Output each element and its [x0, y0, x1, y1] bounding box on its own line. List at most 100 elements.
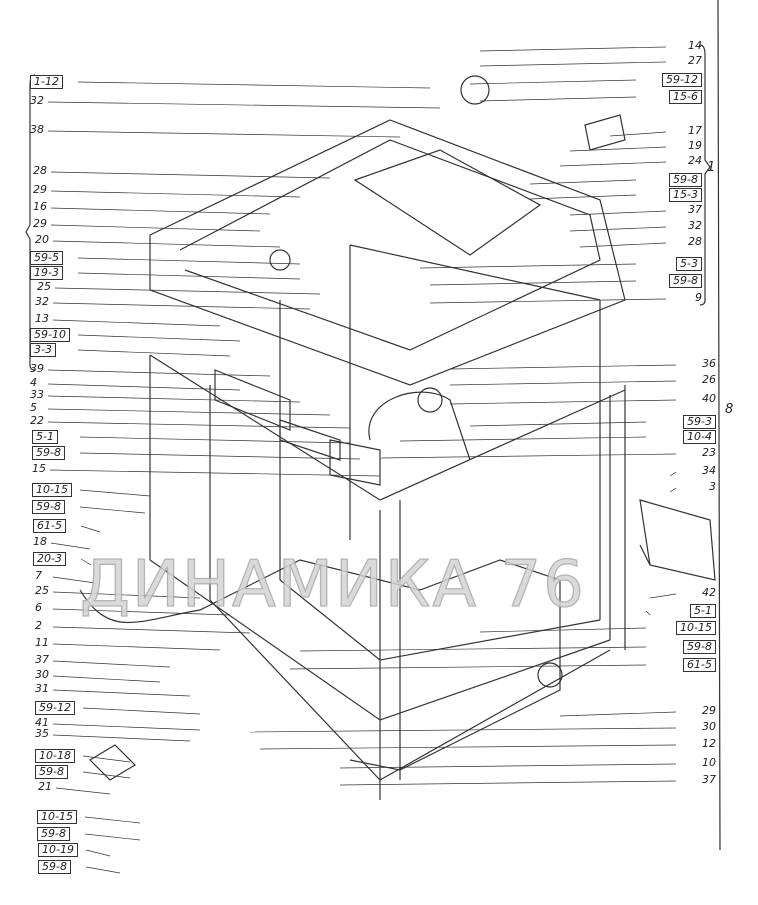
- part-number-5: 5: [30, 401, 37, 414]
- part-number-21: 21: [38, 780, 52, 793]
- part-number-34: 34: [702, 464, 716, 477]
- leader-line: [77, 334, 241, 342]
- instrument-panel: [214, 369, 381, 486]
- part-number-4: 4: [30, 376, 37, 389]
- part-number-31: 31: [35, 682, 49, 695]
- part-number-40: 40: [702, 392, 716, 405]
- leader-line: [52, 576, 96, 584]
- part-number-15: 15: [32, 462, 46, 475]
- reference-box-10-15: 10-15: [37, 810, 77, 824]
- leader-line: [669, 471, 677, 477]
- leader-line: [52, 626, 251, 634]
- lamp-16: [269, 249, 291, 271]
- leader-line: [52, 319, 221, 327]
- leader-line: [429, 280, 637, 286]
- part-number-30: 30: [702, 720, 716, 733]
- leader-line: [559, 711, 677, 717]
- leader-line: [85, 866, 121, 874]
- leader-line: [479, 46, 667, 52]
- leader-line: [47, 130, 401, 138]
- leader-line: [469, 421, 647, 427]
- reference-box-3-3: 3-3: [30, 343, 56, 357]
- part-number-16: 16: [33, 200, 47, 213]
- leader-line: [469, 79, 637, 85]
- leader-line: [80, 558, 92, 566]
- part-number-32: 32: [688, 219, 702, 232]
- part-number-32: 32: [30, 94, 44, 107]
- leader-line: [82, 771, 131, 779]
- leader-line: [82, 707, 201, 715]
- leader-line: [79, 436, 351, 444]
- part-number-11: 11: [35, 636, 49, 649]
- reference-box-59-8: 59-8: [37, 827, 70, 841]
- reference-box-15-6: 15-6: [669, 90, 702, 104]
- leader-line: [479, 96, 637, 102]
- reference-box-59-12: 59-12: [662, 73, 702, 87]
- reference-box-59-12: 59-12: [35, 701, 75, 715]
- reference-box-59-8: 59-8: [669, 274, 702, 288]
- leader-line: [449, 364, 677, 370]
- part-number-3: 3: [709, 480, 716, 493]
- leader-line: [50, 542, 91, 550]
- reference-box-59-8: 59-8: [683, 640, 716, 654]
- reference-box-59-3: 59-3: [683, 415, 716, 429]
- part-number-37: 37: [688, 203, 702, 216]
- leader-line: [259, 744, 677, 750]
- leader-line: [569, 226, 667, 232]
- leader-line: [47, 101, 441, 109]
- leader-line: [52, 734, 191, 742]
- leader-line: [429, 298, 667, 304]
- leader-line: [645, 610, 651, 616]
- leader-line: [79, 506, 146, 514]
- part-number-27: 27: [688, 54, 702, 67]
- reference-box-59-5: 59-5: [30, 251, 63, 265]
- leader-line: [85, 849, 111, 857]
- part-number-36: 36: [702, 357, 716, 370]
- part-number-35: 35: [35, 727, 49, 740]
- sensor: [417, 387, 443, 413]
- part-number-32: 32: [35, 295, 49, 308]
- part-number-41: 41: [35, 716, 49, 729]
- part-number-9: 9: [695, 291, 702, 304]
- part-number-6: 6: [35, 601, 42, 614]
- leader-line: [449, 380, 677, 386]
- leader-line: [479, 627, 647, 633]
- leader-line: [50, 224, 261, 232]
- part-number-25: 25: [37, 280, 51, 293]
- part-number-28: 28: [688, 235, 702, 248]
- part-number-29: 29: [33, 183, 47, 196]
- leader-line: [52, 608, 231, 616]
- reference-box-61-5: 61-5: [33, 519, 66, 533]
- leader-line: [529, 179, 637, 185]
- leader-line: [569, 146, 667, 152]
- reference-box-15-3: 15-3: [669, 188, 702, 202]
- leader-line: [52, 591, 201, 599]
- leader-line: [299, 646, 647, 652]
- wiring-harness: [79, 391, 561, 771]
- part-number-18: 18: [33, 535, 47, 548]
- group-label-1: 1: [707, 160, 716, 175]
- part-number-23: 23: [702, 446, 716, 459]
- part-number-10: 10: [702, 756, 716, 769]
- leader-line: [399, 436, 647, 442]
- leader-line: [54, 287, 321, 295]
- leader-line: [50, 207, 271, 215]
- leader-line: [55, 787, 111, 795]
- leader-line: [569, 210, 667, 216]
- leader-line: [579, 242, 667, 248]
- reference-box-59-8: 59-8: [669, 173, 702, 187]
- leader-line: [609, 131, 667, 137]
- leader-line: [52, 675, 161, 683]
- part-number-28: 28: [33, 164, 47, 177]
- reference-box-10-4: 10-4: [683, 430, 716, 444]
- brace-upper: [699, 44, 711, 306]
- reference-box-19-3: 19-3: [30, 266, 63, 280]
- leader-line: [49, 469, 381, 477]
- leader-line: [419, 263, 637, 269]
- leader-lines: [47, 46, 677, 874]
- group-label-8: 8: [725, 402, 734, 417]
- part-number-37: 37: [702, 773, 716, 786]
- leader-line: [47, 395, 301, 403]
- leader-line: [79, 452, 361, 460]
